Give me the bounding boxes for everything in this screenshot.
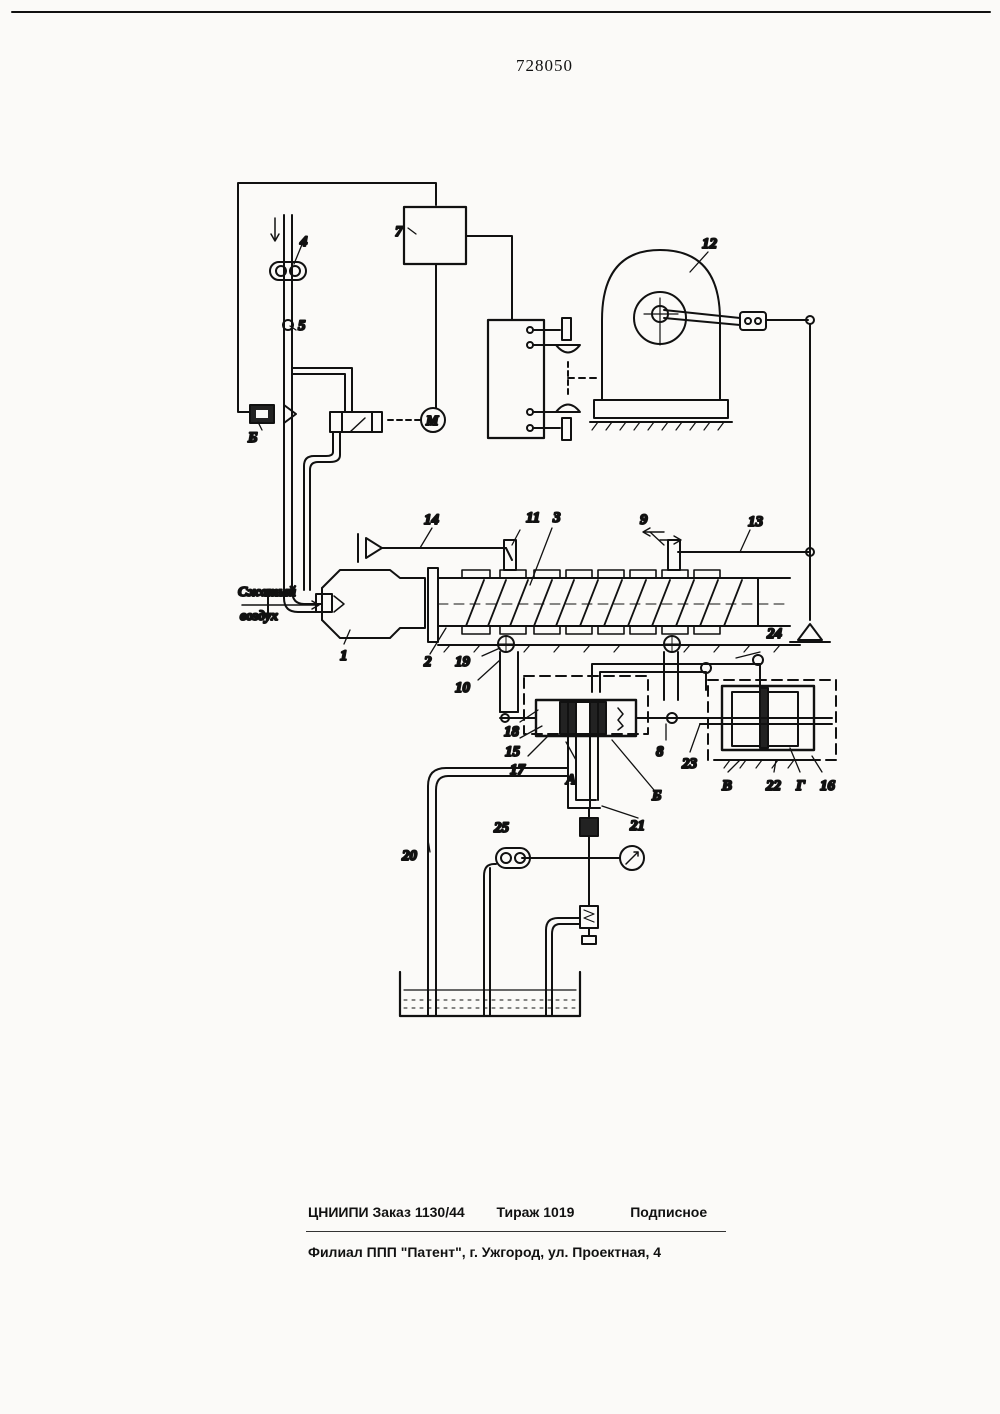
drive-base bbox=[594, 400, 728, 418]
controller-to-panel bbox=[466, 236, 512, 320]
footer-order: ЦНИИПИ Заказ 1130/44 bbox=[308, 1204, 465, 1220]
label-3: 3 bbox=[552, 510, 561, 526]
valve-cylinder bbox=[536, 700, 636, 736]
label-13: 13 bbox=[748, 514, 764, 530]
engine-1 bbox=[322, 570, 425, 638]
label-zone-b: Б bbox=[651, 788, 662, 804]
hydraulic-housing-dashed bbox=[524, 676, 648, 734]
limit-switch-top bbox=[562, 318, 571, 340]
branch-pipe-b bbox=[292, 374, 345, 412]
hydraulic-top-pipe-a bbox=[592, 664, 760, 692]
label-7: 7 bbox=[395, 224, 403, 240]
flange bbox=[428, 568, 438, 642]
footer-circulation: Тираж 1019 bbox=[496, 1204, 574, 1220]
label-24: 24 bbox=[766, 626, 783, 642]
nozzle bbox=[284, 405, 296, 423]
label-12: 12 bbox=[702, 236, 718, 252]
label-5: 5 bbox=[298, 318, 306, 334]
servo-valve bbox=[330, 412, 382, 432]
pipe-21-b bbox=[576, 736, 596, 800]
label-25: 25 bbox=[493, 820, 510, 836]
servo-return-pipe-b bbox=[304, 432, 333, 590]
label-9: 9 bbox=[640, 512, 648, 528]
signal-line-left bbox=[238, 183, 436, 412]
label-motor: М bbox=[425, 414, 439, 429]
switch-panel bbox=[488, 320, 544, 438]
label-zone-v: В bbox=[721, 778, 732, 794]
label-8: 8 bbox=[656, 744, 664, 760]
relief-valve bbox=[580, 906, 598, 928]
hydraulic-top-pipe-b bbox=[600, 672, 706, 692]
label-18: 18 bbox=[504, 724, 520, 740]
helical-winding bbox=[466, 580, 742, 626]
label-zone-a: А bbox=[565, 772, 576, 788]
label-4: 4 bbox=[299, 234, 308, 250]
label-zone-g: Г bbox=[795, 778, 806, 794]
footer-branch: Филиал ППП "Патент", г. Ужгород, ул. Про… bbox=[308, 1244, 661, 1260]
label-20: 20 bbox=[401, 848, 418, 864]
footer-subscription: Подписное bbox=[630, 1204, 707, 1220]
label-16: 16 bbox=[820, 778, 836, 794]
label-22: 22 bbox=[765, 778, 782, 794]
label-10: 10 bbox=[455, 680, 471, 696]
footer-imprint: ЦНИИПИ Заказ 1130/44 Тираж 1019 Подписно… bbox=[308, 1204, 707, 1220]
label-6: Б bbox=[247, 430, 258, 446]
label-19: 19 bbox=[455, 654, 471, 670]
label-21: 21 bbox=[629, 818, 645, 834]
pipeline-segments bbox=[462, 570, 720, 634]
label-15: 15 bbox=[505, 744, 521, 760]
label-17: 17 bbox=[510, 762, 526, 778]
drive-12-housing bbox=[602, 250, 720, 400]
label-1: 1 bbox=[340, 648, 348, 664]
filter bbox=[580, 818, 598, 836]
air-label-line2: воздух bbox=[240, 609, 278, 624]
label-14: 14 bbox=[424, 512, 440, 528]
crank-slider bbox=[740, 312, 766, 330]
limit-switch-bottom bbox=[562, 418, 571, 440]
label-11: 11 bbox=[526, 510, 540, 526]
controller-block bbox=[404, 207, 466, 264]
footer-divider bbox=[306, 1231, 726, 1232]
label-23: 23 bbox=[681, 756, 698, 772]
label-2: 2 bbox=[423, 654, 432, 670]
air-pipe-bend-b bbox=[292, 590, 322, 604]
